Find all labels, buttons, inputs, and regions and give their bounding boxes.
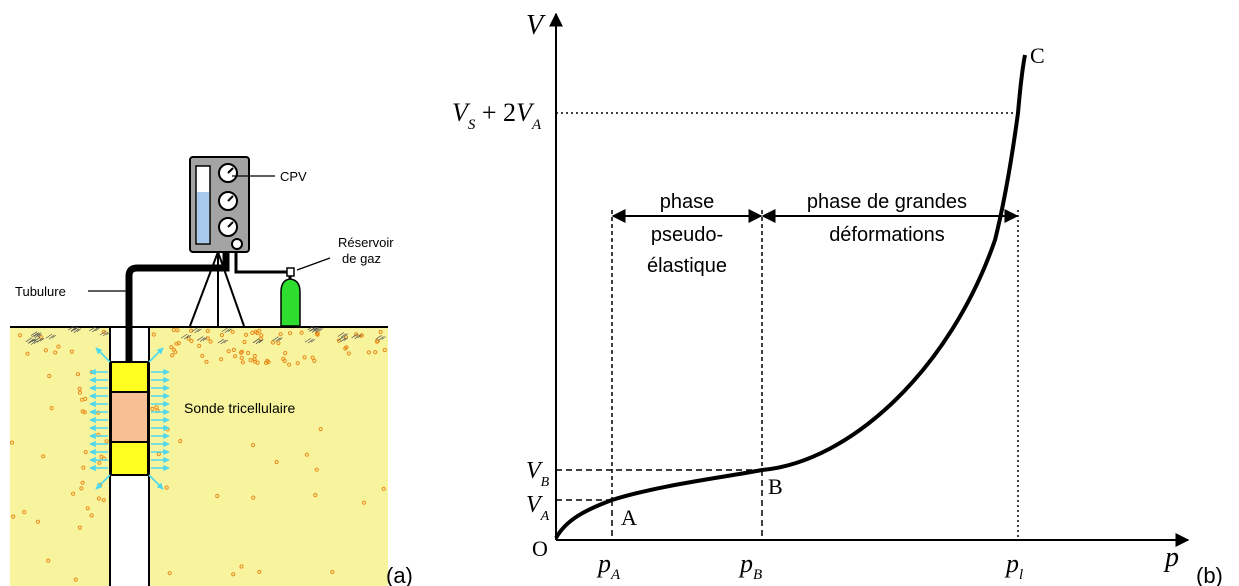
- phase2-line2: déformations: [829, 224, 945, 246]
- x-tick-pa: pA: [596, 549, 621, 583]
- soil-right: [149, 327, 388, 586]
- gas-bottle: [280, 267, 301, 327]
- probe-guard-cell-bottom: [110, 441, 149, 476]
- panel-a-borehole-setup: CPV Réservoir de gaz Tubulure Sonde tric…: [9, 156, 413, 586]
- soil-hatches: [25, 325, 386, 345]
- pressure-arrows: [89, 347, 170, 490]
- point-a-label: A: [621, 505, 637, 530]
- soil-left: [10, 327, 110, 586]
- reservoir-label-1: Réservoir: [338, 235, 394, 250]
- point-c-label: C: [1030, 43, 1045, 68]
- v-axis-title: V: [526, 10, 546, 41]
- y-tick-vs2va: VS + 2VA: [452, 98, 542, 133]
- y-tick-va: VA: [526, 492, 550, 524]
- phase2-line1: phase de grandes: [807, 191, 967, 213]
- panel-b-tag: (b): [1196, 563, 1223, 586]
- p-axis-title: p: [1163, 542, 1179, 573]
- cpv-unit: [189, 156, 250, 253]
- reference-lines: [556, 112, 1019, 540]
- tripod: [189, 251, 245, 327]
- y-tick-vb: VB: [526, 458, 550, 490]
- pressuremeter-curve: [554, 54, 1027, 540]
- x-tick-pl: pl: [1004, 549, 1023, 583]
- tubulure-label: Tubulure: [15, 284, 66, 299]
- cpv-label: CPV: [280, 169, 307, 184]
- origin-label: O: [532, 536, 548, 561]
- volume-tube-fill: [197, 192, 209, 243]
- phase1-line2: pseudo-: [651, 224, 723, 246]
- reservoir-label-2: de gaz: [342, 251, 381, 266]
- phase1-line3: élastique: [647, 255, 727, 277]
- probe-guard-cell-top: [110, 361, 149, 393]
- probe-measuring-cell: [110, 391, 149, 443]
- reservoir-leader: [296, 257, 331, 271]
- sonde-label: Sonde tricellulaire: [184, 400, 295, 416]
- x-tick-pb: pB: [738, 549, 762, 583]
- gas-line: [234, 252, 292, 280]
- panel-b-pressuremeter-curve: O A B C V p VA VB VS + 2VA pA pB pl phas…: [452, 10, 1223, 586]
- phase1-line1: phase: [660, 191, 715, 213]
- point-b-label: B: [768, 474, 783, 499]
- panel-a-tag: (a): [386, 563, 413, 586]
- tubulure-pipe: [125, 252, 230, 362]
- tricell-probe: [110, 361, 149, 476]
